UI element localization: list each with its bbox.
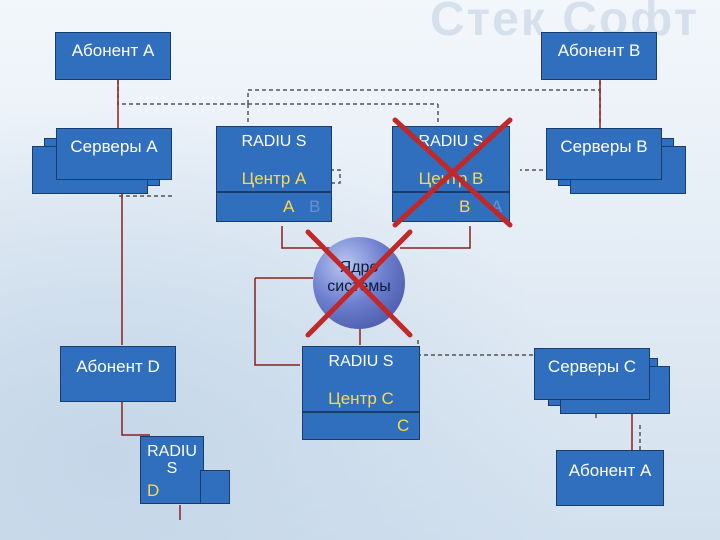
radius-a-sub: А В <box>216 192 332 222</box>
servers-b: Серверы В <box>546 128 662 180</box>
servers-c: Серверы С <box>534 348 650 400</box>
radius-center-a: RADIU S Центр А <box>216 126 332 192</box>
abonent-b-top: Абонент В <box>541 32 657 80</box>
cross-radius-b-2 <box>392 117 513 228</box>
radius-c-sub: С <box>302 412 420 440</box>
abonent-a-bottom: Абонент А <box>556 450 664 506</box>
radius-d: RADIU S D <box>140 436 204 504</box>
abonent-d: Абонент D <box>60 346 176 402</box>
abonent-a-top: Абонент А <box>55 32 171 80</box>
radius-d-sub <box>200 470 230 504</box>
radius-center-c: RADIU S Центр С <box>302 346 420 412</box>
servers-a: Серверы А <box>56 128 172 180</box>
cross-core-2 <box>305 229 413 338</box>
